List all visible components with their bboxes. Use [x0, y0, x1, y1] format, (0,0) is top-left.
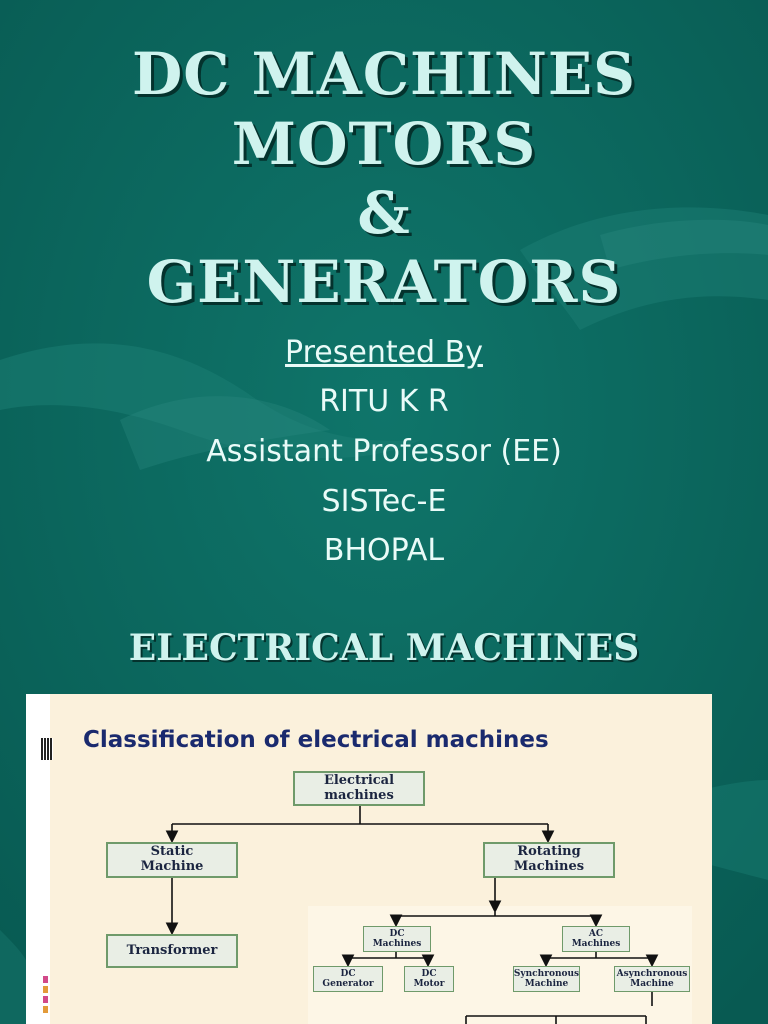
title-line-1: DC MACHINES — [131, 40, 637, 108]
figure-marker-bars — [41, 738, 53, 760]
presenter-name: RITU K R — [319, 384, 449, 419]
node-dc-motor: DC Motor — [404, 966, 454, 992]
figure-color-dots — [43, 976, 48, 1016]
presenter-label-row: Presented By — [0, 338, 768, 368]
title-line-4: GENERATORS — [146, 248, 622, 316]
classification-figure: Classification of electrical machines — [26, 694, 712, 1024]
tree-connectors — [165, 806, 659, 1024]
node-electrical-machines: Electrical machines — [293, 771, 425, 806]
node-synchronous-machine: Synchronous Machine — [513, 966, 580, 992]
presenter-designation: Assistant Professor (EE) — [206, 434, 562, 469]
title-line-3: & — [357, 179, 411, 247]
node-ac-machines: AC Machines — [562, 926, 630, 952]
node-dc-generator: DC Generator — [313, 966, 383, 992]
node-rotating-machines: Rotating Machines — [483, 842, 615, 878]
section-title: ELECTRICAL MACHINES — [128, 627, 640, 669]
figure-heading: Classification of electrical machines — [83, 727, 549, 753]
presenter-label: Presented By — [285, 335, 483, 370]
figure-sub-panel — [308, 906, 692, 1024]
node-transformer: Transformer — [106, 934, 238, 968]
presenter-city: BHOPAL — [323, 533, 445, 568]
presenter-institute: SISTec-E — [321, 484, 447, 519]
title-line-2: MOTORS — [231, 110, 537, 178]
node-static-machine: Static Machine — [106, 842, 238, 878]
node-asynchronous-machine: Asynchronous Machine — [614, 966, 690, 992]
node-dc-machines: DC Machines — [363, 926, 431, 952]
